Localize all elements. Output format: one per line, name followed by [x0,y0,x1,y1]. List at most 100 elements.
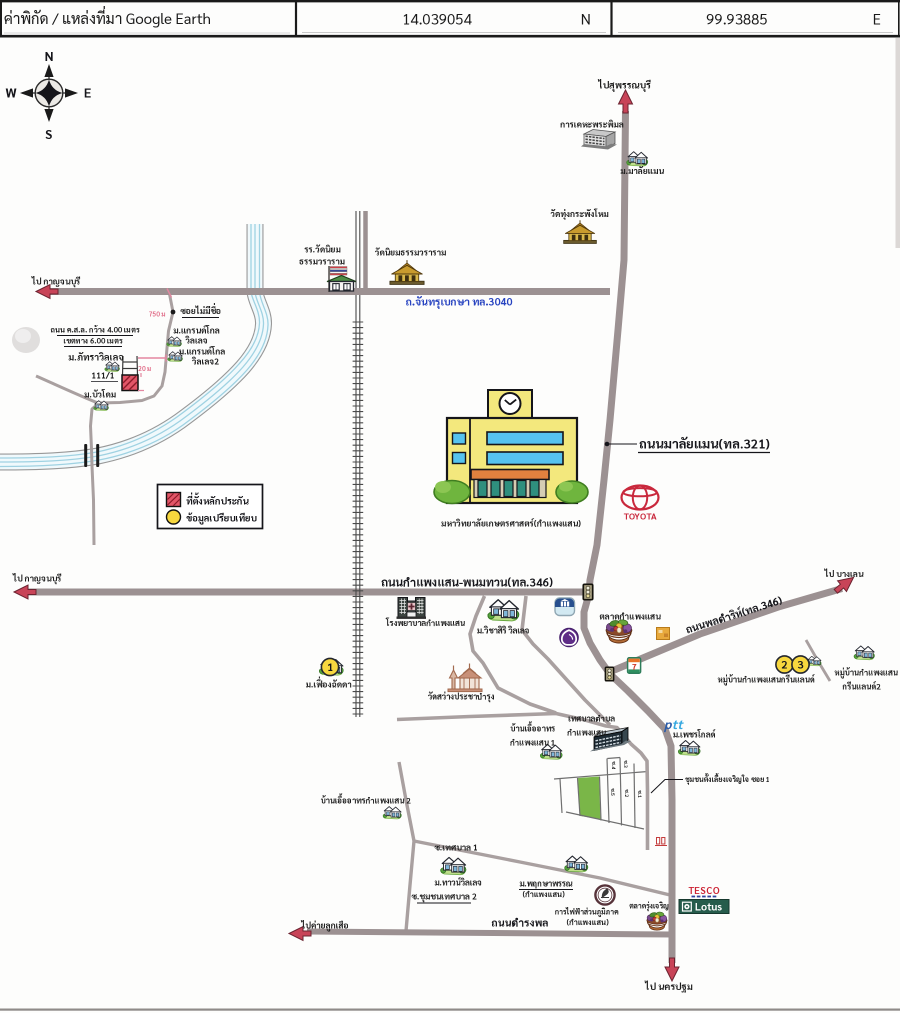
road-network [23,110,843,963]
road-soi-noname [89,293,175,546]
label-damrongphon: ถนนดำรงพล [492,917,549,930]
label-wat-niyom: วัดนิยมธรรมวราราม [375,247,447,258]
header-latitude: 14.039054 [402,10,472,29]
header-longitude: 99.93885 [706,10,768,29]
label-banglen: ไป บางเลน [824,568,864,579]
university-building-icon [433,389,589,505]
pink-tick [166,288,173,298]
road-tessaban-area [396,711,650,850]
label-scout-camp: ไปค่ายลูกเสือ [300,920,348,932]
label-row-note: เขตทาง 6.00 เมตร [63,336,122,346]
collateral-driveway [121,354,167,392]
wat-thung-icon [563,219,597,244]
kankeha-building-icon [581,129,617,150]
toyota-logo [620,484,660,511]
header-title: ค่าพิกัด / แหล่งที่มา Google Earth [4,5,211,28]
road-malaiman [580,110,676,963]
label-house-no: 111/1 [91,370,114,381]
label-grand2-l2: วิลเลจ2 [190,356,219,367]
label-phruksa-l1: ม.พฤกษาพรรณ [519,878,574,889]
label-talad-kps: ตลาดกำแพงแสน [599,611,661,622]
scan-edge-bottom [0,1008,900,1011]
market-rung-icon [646,911,668,931]
label-grand1-l2: วิลเลจ [184,335,208,346]
label-chantrubeksa: ถ.จันทรุเบกษา ทล.3040 [406,296,514,311]
label-suphanburi: ไปสุพรรณบุรี [597,79,650,94]
comparable-marker-1: 1 [320,657,340,677]
school-icon [326,266,357,292]
label-malaiman-village: ม.มาลัยแมน [620,165,664,176]
label-greenland2-l2: กรีนแลนด์2 [842,681,881,692]
label-grand2-l1: ม.แกรนด์โกล [179,346,226,357]
label-malaiman: ถนนมาลัยแมน(ทล.321) [639,436,770,453]
label-kanchanaburi-top: ไป กาญจนบุรี [31,276,81,288]
label-fuangchadda: ม.เฟื่องฉัดดา [306,678,352,690]
label-phetgold: ม.เพชรโกลด์ [673,729,717,740]
header-latitude-dir: N [581,10,591,29]
label-uaarthorn1-l1: บ้านเอื้ออาทร [510,722,556,734]
railway-upper [355,211,368,294]
map-labels: ไปสุพรรณบุรี ไป กาญจนบุรี ไป กาญจนบุรี ไ… [12,79,899,995]
tessaban-building-icon [590,726,631,752]
road-soi-tessaban1 [413,839,671,897]
label-wichasiri: ม.วิชาสิริ วิลเลจ [477,625,530,636]
arrow-banglen [833,576,855,594]
traffic-light-1-icon [582,583,594,601]
label-seven: 7 [632,661,637,672]
label-lotus: Lotus [695,901,722,914]
compass-n: N [44,48,53,65]
label-pattra: ม.ภัทราวิลเลจ [68,351,124,364]
marker-number-3: 3 [797,657,803,672]
townvillage-village-icon [440,856,467,876]
label-school-l1: รร.วัดนิยม [304,244,341,255]
coordinate-header: ค่าพิกัด / แหล่งที่มา Google Earth 14.03… [0,0,900,38]
compass-e: E [84,85,91,102]
traffic-light-2-icon [604,666,615,682]
label-phondamri: ถนนพลดำริห์(ทล.346) [684,594,784,637]
wichasiri-village-icon [487,599,520,622]
label-kps-phanomthuan: ถนนกำแพงแสน-พนมทวน(ทล.346) [381,575,553,590]
compass-rose [20,64,78,122]
legend-comparable-swatch [165,509,182,525]
bank-blue-icon [554,597,576,617]
label-soi5: ซ.5 [609,788,616,796]
label-dist-20: 20 ม [138,364,151,373]
comparable-marker-3: 3 [791,655,810,674]
label-buadome: ม.บัวโดม [84,389,117,400]
leader-lines [57,317,770,904]
arrow-scout-camp [287,925,312,942]
tesco-lotus-logo [678,895,730,914]
market-kps-icon [605,618,633,644]
label-wat-sawang: วัดสว่างประชาบำรุง [428,691,495,703]
arrow-kanchanaburi-top [34,283,59,300]
label-soi-chumchon-tessaban2: ซ.ชุมชนเทศบาล 2 [411,891,477,903]
label-soi1: ซ.1 [636,790,643,798]
label-wat-thung: วัดทุ่งกระพังโหม [550,208,609,220]
label-hospital: โรงพยาบาลกำแพงแสน [385,617,466,628]
label-toyota: TOYOTA [623,511,656,523]
road-loop-west [468,595,557,715]
pea-icon [594,884,616,906]
legend-collateral-swatch [165,491,182,508]
malaiman-village-icon [626,151,649,167]
marker-number-1: 1 [327,659,333,674]
label-soi3: ซ.3 [622,760,629,768]
phetgold-village-icon [677,739,701,756]
label-nakhonpathom: ไป นครปฐม [644,980,692,994]
scan-smudge-core [15,329,31,343]
label-tessaban-l1: เทศบาลตำบล [568,713,615,724]
land-subdivision-grid [553,756,649,830]
label-soi-tessaban1: ซ.เทศบาล 1 [434,842,478,853]
map-icons [20,64,875,931]
label-grand1-l1: ม.แกรนด์โกล [173,325,220,336]
label-uaarthorn2: บ้านเอื้ออาทรกำแพงแสน 2 [320,794,411,806]
university-bushes [433,479,589,505]
wat-sawang-icon [447,663,483,693]
arrow-kanchanaburi-mid [12,584,37,600]
road-village-south [397,761,416,932]
scan-edge-right [895,38,900,248]
marker-number-2: 2 [781,657,788,672]
label-soi4: ซ.4 [610,761,617,770]
label-school-l2: ธรรมวราราม [299,256,345,267]
